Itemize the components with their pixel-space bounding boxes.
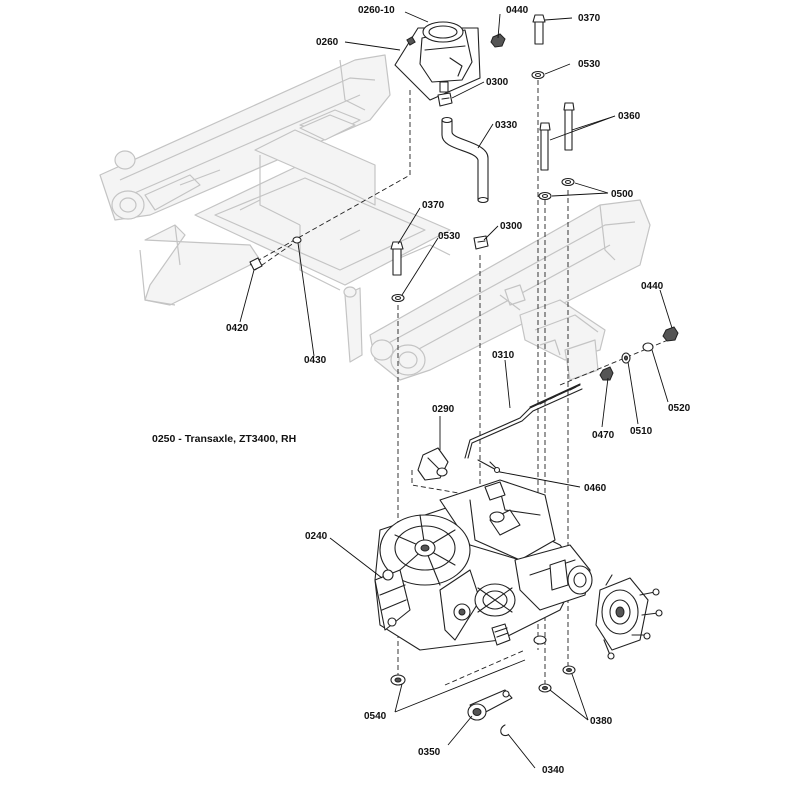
callout-0460: 0460 [584, 483, 607, 494]
callout-0350: 0350 [418, 747, 441, 758]
callout-0420: 0420 [226, 323, 249, 334]
clip-0340 [500, 724, 509, 737]
washer-0430 [292, 236, 302, 244]
arm-0350 [467, 689, 513, 721]
callout-0340: 0340 [542, 765, 565, 776]
callout-0440-top: 0440 [506, 5, 529, 16]
callout-0370-top: 0370 [578, 13, 601, 24]
nuts-0380 [538, 665, 576, 693]
bolts-0360 [539, 102, 575, 171]
control-rod-0310 [464, 383, 583, 459]
callout-0380: 0380 [590, 716, 613, 727]
callout-0260: 0260 [316, 37, 339, 48]
washer-0530-top [531, 70, 545, 80]
callout-0510: 0510 [630, 426, 653, 437]
callout-0430: 0430 [304, 355, 327, 366]
diagram-title: 0250 - Transaxle, ZT3400, RH [152, 433, 296, 445]
callout-0290: 0290 [432, 404, 455, 415]
callout-0310: 0310 [492, 350, 515, 361]
gear-stack [474, 583, 516, 617]
mower-frame [99, 54, 651, 381]
callout-0300-top: 0300 [486, 77, 509, 88]
bolt-0370-mid [390, 241, 404, 276]
washers-0500 [538, 177, 575, 201]
clamp-0300-top [437, 92, 453, 107]
fan-pulley [379, 514, 471, 586]
bolt-0370-top [532, 14, 546, 45]
callout-0520: 0520 [668, 403, 691, 414]
washer-0520 [642, 342, 654, 352]
wheel-hub [595, 574, 663, 660]
oil-reservoir [394, 21, 481, 101]
leader-lines [239, 11, 673, 769]
callout-0530-mid: 0530 [438, 231, 461, 242]
callout-0260-10: 0260-10 [358, 5, 395, 16]
nut-0440-right [662, 326, 679, 342]
clip-0460 [477, 459, 501, 474]
callout-0300-mid: 0300 [500, 221, 523, 232]
callout-0470: 0470 [592, 430, 615, 441]
fitting-0290 [417, 447, 449, 481]
callout-0370-mid: 0370 [422, 200, 445, 211]
nut-0540 [390, 674, 406, 686]
callout-labels: 0260-10 0440 0370 0260 0530 0300 0330 03… [152, 5, 691, 776]
callout-0360: 0360 [618, 111, 641, 122]
callout-0330: 0330 [495, 120, 518, 131]
callout-0540: 0540 [364, 711, 387, 722]
washer-0530-mid [391, 293, 405, 303]
callout-0500: 0500 [611, 189, 634, 200]
callout-0240: 0240 [305, 531, 328, 542]
callout-0530-top: 0530 [578, 59, 601, 70]
nut-0470 [599, 366, 614, 381]
nut-0440-top [490, 33, 506, 48]
transaxle-0240 [374, 479, 663, 660]
washer-0510 [621, 352, 631, 364]
bolt-0420 [249, 257, 263, 271]
callout-0440-right: 0440 [641, 281, 664, 292]
hose-0330 [441, 116, 489, 204]
